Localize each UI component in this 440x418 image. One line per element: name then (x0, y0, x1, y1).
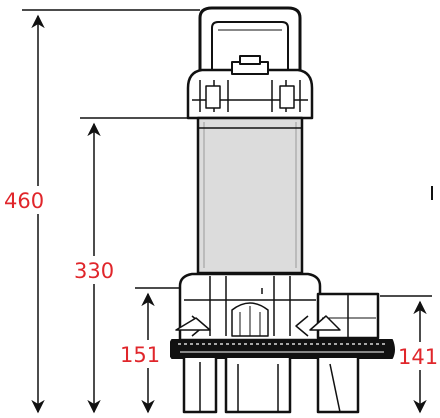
pump-motor-body (196, 116, 304, 275)
pump-volute (178, 272, 322, 342)
motor-height-label: 330 (74, 259, 114, 283)
label-background (118, 340, 170, 368)
pump-top-cap (186, 55, 314, 120)
outlet-height-label: 141 (398, 345, 438, 369)
label-background (396, 342, 440, 370)
pump-handle (198, 6, 302, 72)
label-background (72, 256, 128, 284)
label-background (2, 186, 58, 214)
overall-height-label: 460 (4, 189, 44, 213)
base-height-label: 151 (120, 343, 160, 367)
dimension-labels: 460 330 151 141 (2, 186, 440, 370)
pump-base-legs (182, 358, 360, 414)
submersible-pump-drawing (168, 6, 395, 414)
